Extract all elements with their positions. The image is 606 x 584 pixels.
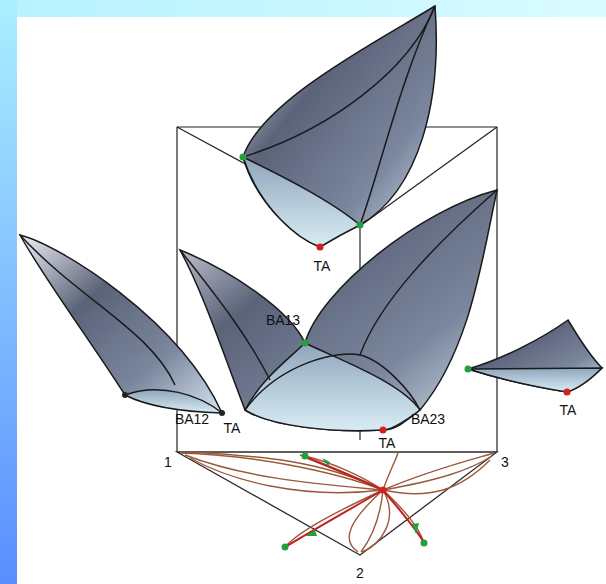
separatrices: [287, 457, 423, 546]
point-label: TA: [314, 259, 331, 273]
points: [122, 154, 571, 551]
point-label: BA12: [175, 412, 209, 426]
surface-top: [243, 6, 436, 247]
side-band: [0, 0, 17, 584]
vertex-label: 2: [356, 566, 364, 580]
vertex-label: 3: [501, 455, 509, 469]
point-label: TA: [379, 436, 396, 450]
trajectories: [180, 452, 494, 552]
point-label: BA13: [266, 313, 300, 327]
vertex-label: 1: [164, 455, 172, 469]
surface-right: [468, 320, 602, 392]
point-label: TA: [224, 421, 241, 435]
point-label: BA23: [411, 412, 445, 426]
ternary-triangle: [177, 452, 497, 555]
top-band: [0, 0, 606, 17]
point-label: TA: [560, 403, 577, 417]
surface-middle: [180, 190, 497, 431]
